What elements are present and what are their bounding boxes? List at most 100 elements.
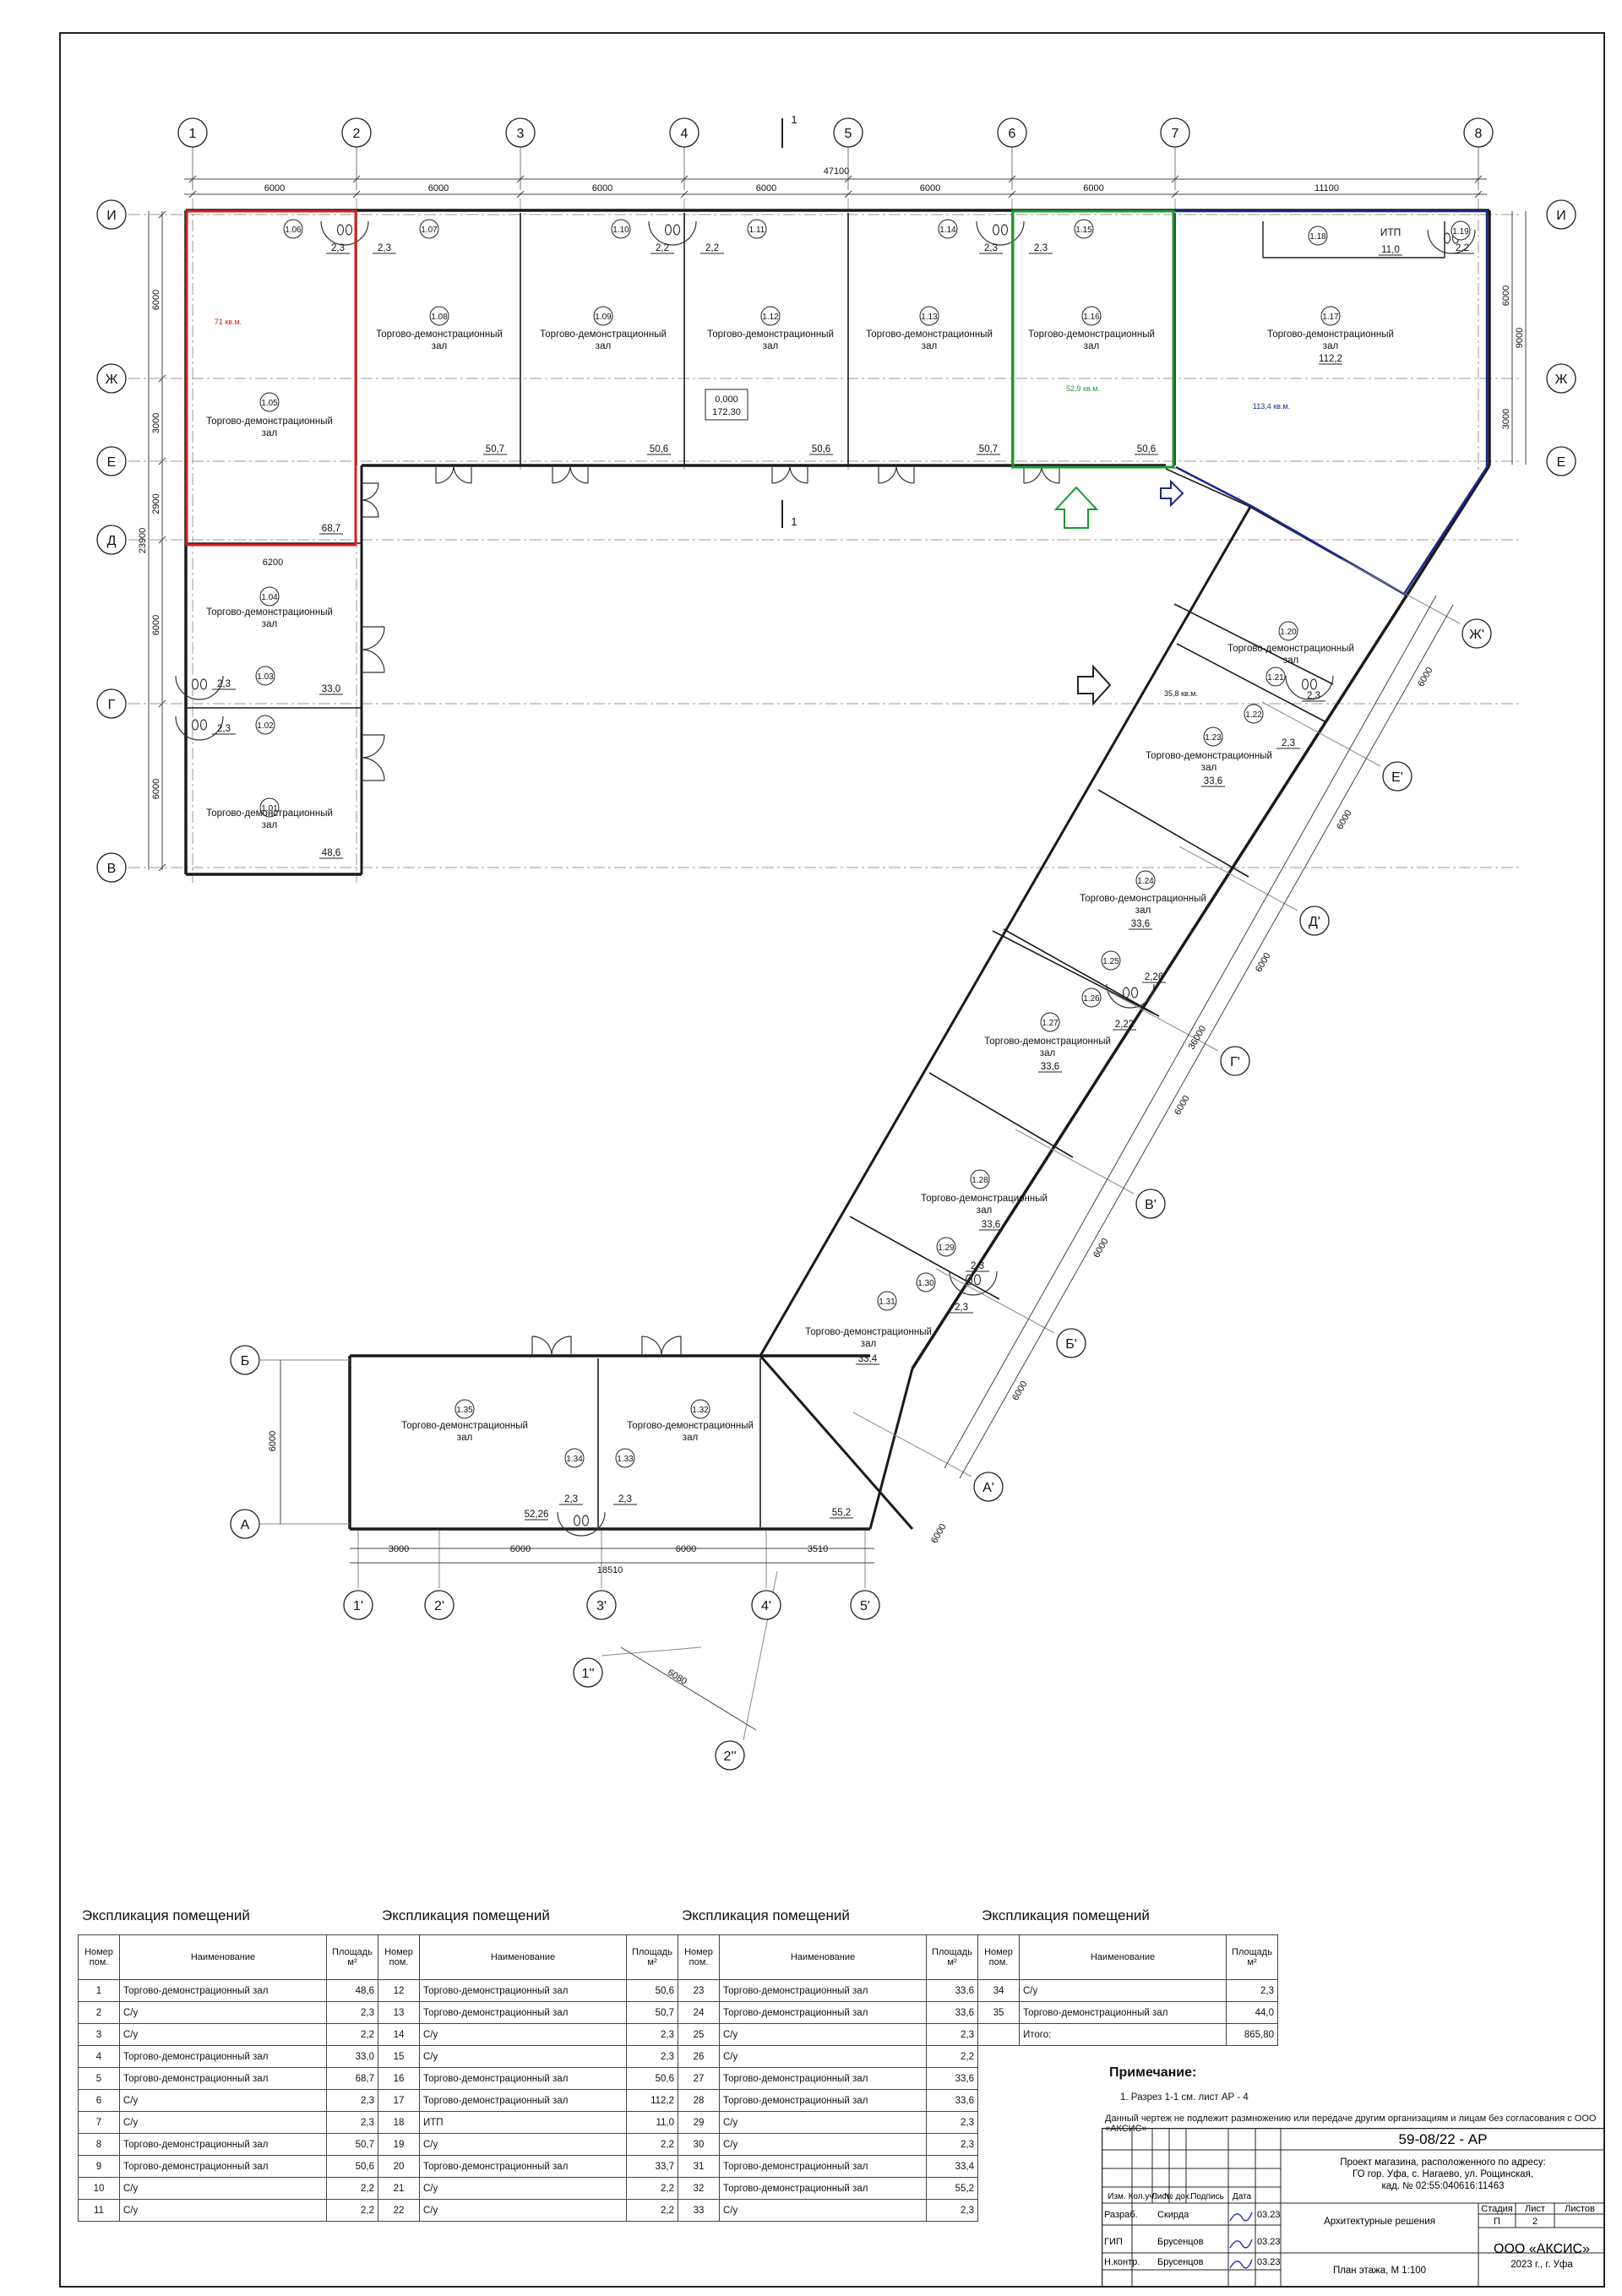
door xyxy=(531,1336,552,1357)
room-area-cell: 11,0 xyxy=(626,2111,678,2134)
sheet-label: Лист xyxy=(1525,2204,1545,2214)
room-number-cell: 22 xyxy=(378,2199,420,2222)
room-name-cell: Торгово-демонстрационный зал xyxy=(719,2155,927,2178)
axis-diag-bubble: Б' xyxy=(1065,1337,1077,1352)
dim-tick xyxy=(352,190,361,199)
room-name: зал xyxy=(922,341,937,351)
room-number: 1.05 xyxy=(261,399,278,408)
axis-top-bubble: 3 xyxy=(517,127,525,141)
room-name-cell: С/у xyxy=(119,2111,327,2134)
room-number-cell: 34 xyxy=(977,1979,1020,2002)
room-number: 1.32 xyxy=(692,1406,709,1415)
level-value: 172,30 xyxy=(712,407,741,417)
signature-date: 03.23 xyxy=(1257,2237,1281,2247)
dimension-text: 6000 xyxy=(1083,183,1103,193)
area-annotation-blue: 113,4 кв.м. xyxy=(1253,402,1290,411)
room-area: 50,6 xyxy=(650,444,668,454)
note-text: 1. Разрез 1-1 см. лист АР - 4 xyxy=(1120,2092,1249,2103)
room-name-cell: С/у xyxy=(719,2045,927,2068)
company-name: ООО «АКСИС» xyxy=(1494,2242,1590,2256)
room-number-circle xyxy=(1081,987,1102,1008)
room-name-cell: ИТП xyxy=(419,2111,627,2134)
signature-name: Брусенцов xyxy=(1157,2257,1204,2267)
axis-top-bubble: 2 xyxy=(353,127,361,141)
room-number: 1.13 xyxy=(921,313,938,322)
sheets-label: Листов xyxy=(1565,2204,1595,2214)
wall xyxy=(1003,928,1160,1017)
room-number-cell: 27 xyxy=(678,2067,720,2090)
wc-door xyxy=(949,1270,998,1296)
table-header-cell: Наименование xyxy=(719,1934,927,1980)
room-name-cell: Торгово-демонстрационный зал xyxy=(119,2067,327,2090)
room-area-cell: 2,3 xyxy=(1226,1979,1278,2002)
room-name-cell: С/у xyxy=(419,2023,627,2046)
room-number-circle xyxy=(615,1448,635,1468)
wall xyxy=(1173,603,1334,685)
room-area: 48,6 xyxy=(322,848,340,858)
axis-leader xyxy=(1341,558,1461,624)
room-number: 1.17 xyxy=(1322,313,1339,322)
axis-left-bubble-circle xyxy=(96,525,127,555)
room-area: 2,2 xyxy=(1456,243,1469,253)
wc-door xyxy=(976,220,1025,246)
room-name-cell: С/у xyxy=(119,2001,327,2024)
room-area: 2,22 xyxy=(1115,1020,1134,1030)
room-name: зал xyxy=(683,1433,698,1443)
room-name-cell: С/у xyxy=(119,2177,327,2200)
room-number-cell: 11 xyxy=(78,2199,120,2222)
room-number-circle xyxy=(970,1169,990,1189)
room-area-cell: 2,2 xyxy=(326,2199,378,2222)
door xyxy=(552,465,571,484)
room-area: 2,2 xyxy=(656,243,669,253)
axis-diag-bubble: А' xyxy=(982,1481,994,1495)
explication-title-1: Экспликация помещений xyxy=(82,1907,250,1923)
room-number-circle xyxy=(1081,306,1102,326)
dimension-text: 6080 xyxy=(666,1668,689,1687)
room-number-circle xyxy=(1244,704,1264,724)
axis-bottom-bubble-circle xyxy=(751,1590,781,1620)
room-area: 2,26 xyxy=(1145,972,1163,982)
room-area-cell: 2,3 xyxy=(926,2133,978,2156)
axis-extra-bubble: 1'' xyxy=(581,1667,594,1681)
axis-bottom-bubble-circle xyxy=(850,1590,880,1620)
room-area-cell: 48,6 xyxy=(326,1979,378,2002)
signature-role: ГИП xyxy=(1104,2237,1123,2247)
room-name-cell: Торгово-демонстрационный зал xyxy=(119,2133,327,2156)
door xyxy=(361,734,385,759)
axis-bottom-bubble-circle xyxy=(424,1590,454,1620)
axis-top-bubble-circle xyxy=(341,117,372,148)
room-area: 33,0 xyxy=(322,684,340,694)
toilet-bowl xyxy=(345,224,353,236)
room-number-cell: 24 xyxy=(678,2001,720,2024)
wc-door xyxy=(557,1511,606,1537)
axis-top-bubble: 5 xyxy=(845,127,852,141)
dimension-text: 6000 xyxy=(929,1522,949,1545)
axis-left-bubble-circle xyxy=(96,363,127,394)
room-number-circle xyxy=(429,306,449,326)
room-name: зал xyxy=(262,428,277,438)
axis-diag-bubble: Ж' xyxy=(1469,628,1484,642)
room-number: 1.01 xyxy=(261,804,278,813)
project-line-3: кад. № 02:55:040616:11463 xyxy=(1382,2181,1505,2191)
room-name: зал xyxy=(262,820,277,830)
room-number: 1.08 xyxy=(431,313,448,322)
room-number-cell: 15 xyxy=(378,2045,420,2068)
room-number-circle xyxy=(259,392,280,412)
wc-door xyxy=(1285,675,1334,700)
room-number: 1.10 xyxy=(612,226,629,235)
room-number-circle xyxy=(283,219,303,239)
project-line-2: ГО гор. Уфа, с. Нагаево, ул. Рощинская, xyxy=(1353,2169,1533,2179)
room-number-circle xyxy=(760,306,781,326)
dim-tick xyxy=(158,374,166,383)
room-name-cell: С/у xyxy=(419,2133,627,2156)
room-name: зал xyxy=(432,341,447,351)
table-header-cell: Площадь м² xyxy=(1226,1934,1278,1980)
